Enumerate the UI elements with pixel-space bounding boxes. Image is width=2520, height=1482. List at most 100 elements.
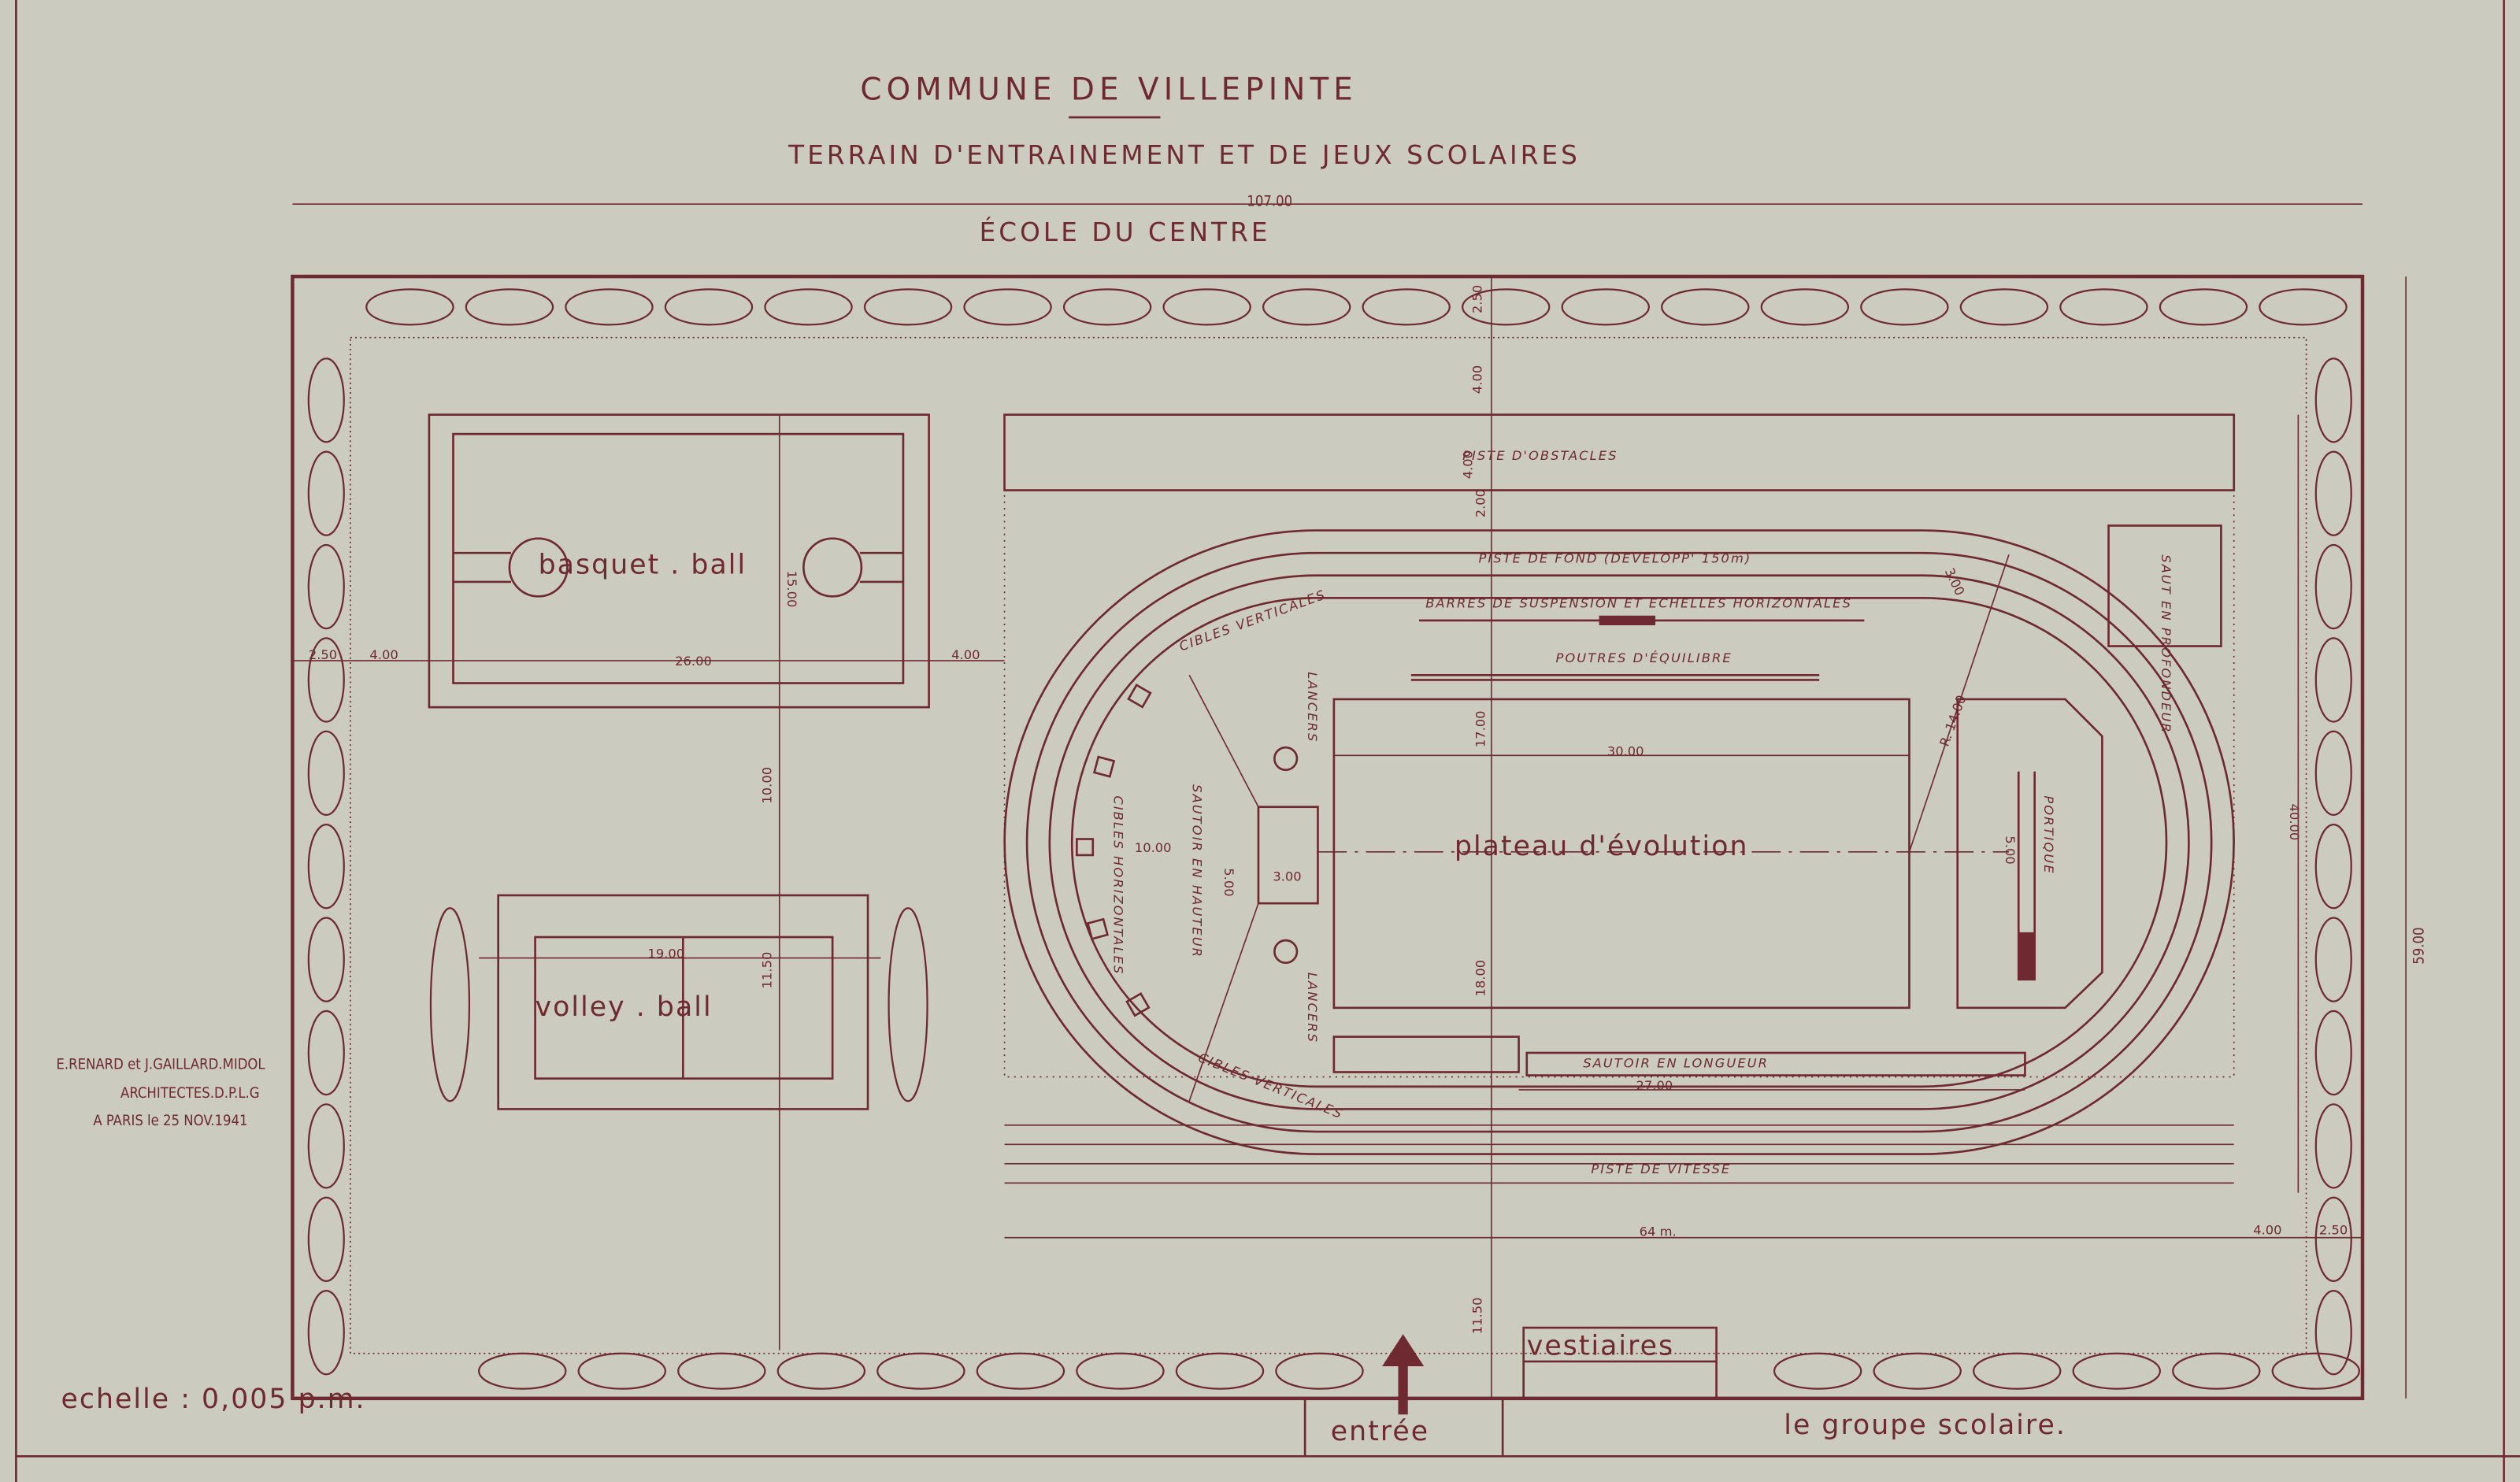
- title-commune: COMMUNE DE VILLEPINTE: [860, 72, 1357, 108]
- hedge-shrub: [2314, 1196, 2352, 1282]
- hedge-shrub: [2314, 917, 2352, 1002]
- plateau-evolution: [1332, 698, 1910, 1010]
- dim-obstacles-width: 4.00: [1460, 450, 1475, 479]
- site-boundary: [291, 274, 2365, 1401]
- hedge-shrub: [307, 450, 345, 536]
- hedge-shrub: [2314, 1103, 2352, 1189]
- hedge-shrub: [307, 730, 345, 817]
- title-terrain: TERRAIN D'ENTRAINEMENT ET DE JEUX SCOLAI…: [788, 140, 1581, 170]
- track-lane: [1003, 529, 2236, 1155]
- hedge-shrub: [307, 637, 345, 723]
- hedge-shrub: [1561, 288, 1650, 326]
- volleyball-label: volley . ball: [536, 991, 713, 1023]
- hedge-shrub: [307, 543, 345, 630]
- hedge-shrub: [565, 288, 654, 326]
- piste-vitesse-label: PISTE DE VITESSE: [1591, 1162, 1731, 1176]
- hedge-shrub: [307, 1103, 345, 1189]
- long-jump: [1332, 1036, 2026, 1091]
- hedge-shrub: [1275, 1352, 1364, 1390]
- hedge-shrub: [2314, 824, 2352, 910]
- place-date: A PARIS le 25 NOV.1941: [93, 1113, 247, 1129]
- saut-profondeur-label: SAUT EN PROFONDEUR: [2159, 554, 2174, 734]
- dim-plateau-top: 17.00: [1473, 710, 1488, 747]
- piste-fond-label: PISTE DE FOND (DEVELOPP' 150m): [1479, 550, 1752, 565]
- poutres-label: POUTRES D'ÉQUILIBRE: [1556, 650, 1732, 665]
- hedge-shrub: [1062, 288, 1152, 326]
- hedge-shrub: [2072, 1352, 2161, 1390]
- hedge-shrub: [1362, 288, 1451, 326]
- hedge-shrub: [365, 288, 454, 326]
- dim-bottom-gap: 11.50: [1470, 1298, 1485, 1335]
- dim-portique: 5.00: [2003, 835, 2018, 864]
- hedge-shrub: [1873, 1352, 1962, 1390]
- balance-beams: [1410, 673, 1820, 681]
- dim-radius: R. 14.00: [1936, 693, 1969, 748]
- hedge-shrub: [577, 1352, 667, 1390]
- portique-area: [1956, 698, 2103, 1010]
- barres-label: BARRES DE SUSPENSION ET ECHELLES HORIZON…: [1425, 596, 1852, 611]
- dim-track-length: 64 m.: [1640, 1225, 1677, 1239]
- hedge-shrub: [307, 1196, 345, 1282]
- dim-left-gap: 4.00: [369, 647, 398, 662]
- dim-right-hedge: 2.50: [2319, 1223, 2348, 1238]
- hedge-shrub: [307, 824, 345, 910]
- entrance-arrow-icon: [1382, 1334, 1425, 1415]
- basketball-label: basquet . ball: [539, 550, 747, 581]
- lancers-top-label: LANCERS: [1305, 672, 1320, 743]
- radius-line: [1908, 554, 2010, 853]
- portique-apparatus: [2017, 771, 2036, 981]
- dim-right-gap-bottom: 4.00: [2253, 1223, 2281, 1238]
- dim-volley-width: 19.00: [647, 947, 684, 961]
- hedge-shrub: [1773, 1352, 1862, 1390]
- entree-label: entrée: [1331, 1416, 1429, 1447]
- hedge-shrub: [2314, 543, 2352, 630]
- dim-basket-width: 26.00: [675, 654, 712, 669]
- dim-sand-width: 2.00: [1473, 489, 1488, 517]
- dim-courts-gap: 10.00: [760, 767, 775, 804]
- hedge-shrub: [2259, 288, 2348, 326]
- hedge-shrub: [1262, 288, 1351, 326]
- hedge-shrub: [2314, 730, 2352, 817]
- dim-basket-height: 15.00: [784, 571, 799, 608]
- hedge-shrub: [1959, 288, 2049, 326]
- dim-right-gap: 4.00: [951, 647, 980, 662]
- hedge-shrub: [1462, 288, 1551, 326]
- dim-plateau-width: 30.00: [1607, 743, 1644, 758]
- hedge-shrub: [664, 288, 754, 326]
- hedge-shrub: [963, 288, 1052, 326]
- hedge-shrub: [2314, 637, 2352, 723]
- hedge-shrub: [2314, 450, 2352, 536]
- hedge-shrub: [2314, 1010, 2352, 1096]
- track-lane: [1025, 551, 2213, 1133]
- architects-title: ARCHITECTES.D.P.L.G: [120, 1085, 260, 1102]
- hedge-shrub: [2314, 1289, 2352, 1376]
- dim-top-gap: 4.00: [1470, 365, 1485, 394]
- hedge-shrub: [1162, 288, 1251, 326]
- hedge-shrub: [307, 358, 345, 443]
- vestiaires-building: [1522, 1326, 1718, 1400]
- sand-zone: [1003, 489, 2235, 1078]
- hedge-shrub: [2271, 1352, 2361, 1390]
- dim-longueur: 27.00: [1636, 1078, 1673, 1093]
- scale-label: echelle : 0,005 p.m.: [61, 1384, 366, 1415]
- dim-top-hedge: 2.50: [1470, 285, 1485, 313]
- dim-hauteur-b: 5.00: [1221, 868, 1236, 896]
- hedge-shrub: [478, 1352, 567, 1390]
- hedge-shrub: [876, 1352, 965, 1390]
- volleyball-court: [479, 894, 881, 1110]
- running-track: [1003, 529, 2236, 1184]
- cibles-horizontales-label: CIBLES HORIZONTALES: [1110, 795, 1125, 975]
- dim-track-width: 3.00: [1942, 565, 1968, 598]
- suspension-bars: [1419, 615, 1865, 626]
- hedge-shrub: [2059, 288, 2148, 326]
- hedge-shrub: [307, 1010, 345, 1096]
- vestiaires-label: vestiaires: [1527, 1331, 1674, 1362]
- track-lane: [1048, 574, 2190, 1110]
- hedge-shrub: [1661, 288, 1750, 326]
- hedge-shrub: [2314, 358, 2352, 443]
- dim-hedge-width: 2.50: [309, 647, 337, 662]
- obstacle-track-label: PISTE D'OBSTACLES: [1462, 448, 1618, 463]
- hedge-shrub: [1175, 1352, 1265, 1390]
- obstacle-track: [1003, 413, 2236, 491]
